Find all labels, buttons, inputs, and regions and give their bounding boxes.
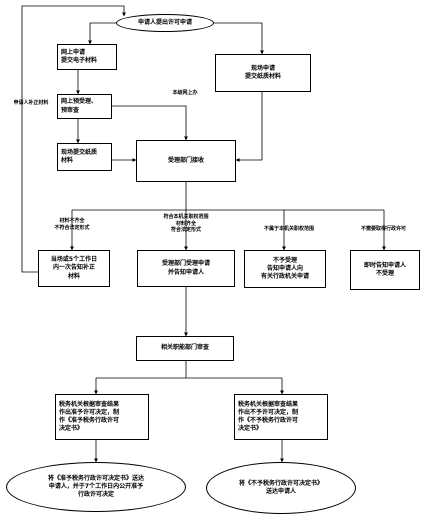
grant-decision-node: 税务机关根据审查结果 作出准予许可决定，制 作《准予税务行政许可 决定书》 [55, 394, 149, 440]
notify-once-node: 当场或5个工作日 内一次告知补正 材料 [38, 250, 110, 287]
apply-node: 申请人提出许可申请 [116, 14, 214, 32]
accept-node: 受理部门受理申请 并告知申请人 [137, 250, 235, 287]
label-supplement: 申请人补正材料 [13, 100, 49, 106]
online-submit-node: 网上申请 提交电子材料 [57, 44, 117, 70]
label-not-scope: 不属于本机关职权范围 [263, 226, 314, 232]
edge-supplement-loop [21, 5, 126, 273]
deny-decision-node: 税务机关根据审查结果 作出不予许可决定，制 作《不予税务行政许可 决定书》 [234, 394, 328, 440]
refer-other-node: 不予受理 告知申请人向 有关行政机关申请 [244, 250, 326, 288]
offline-paper-node: 现场提交纸质 材料 [57, 143, 112, 171]
accept-dept-node: 受理部门接收 [136, 140, 236, 182]
edge-onsite-to-accept [235, 92, 263, 162]
review-node: 相关职能部门审查 [136, 336, 234, 361]
label-complete: 符合本机关职权范围 材料齐全 符合法定形式 [163, 214, 209, 233]
online-review-node: 网上预受理、 预审查 [57, 94, 112, 119]
edge-review-to-accept [112, 105, 188, 141]
label-online-to-accept: 本级网上办 [172, 90, 198, 96]
label-not-required: 不需要取得行政许可 [360, 226, 406, 232]
edge-apply-to-onsite [214, 22, 264, 55]
deny-send-node: 将《不予税务行政许可决定书》 送达申请人 [206, 462, 356, 514]
label-incomplete: 材料不齐全 不符合法定形式 [54, 218, 90, 231]
grant-send-node: 将《准予税务行政许可决定书》送达 申请人，并于7个工作日内公开准予 行政许可决定 [6, 462, 186, 512]
reject-now-node: 即时告知申请人 不受理 [350, 250, 420, 290]
edge-apply-to-online [88, 22, 116, 45]
onsite-submit-node: 现场申请 提交纸质材料 [215, 54, 311, 92]
